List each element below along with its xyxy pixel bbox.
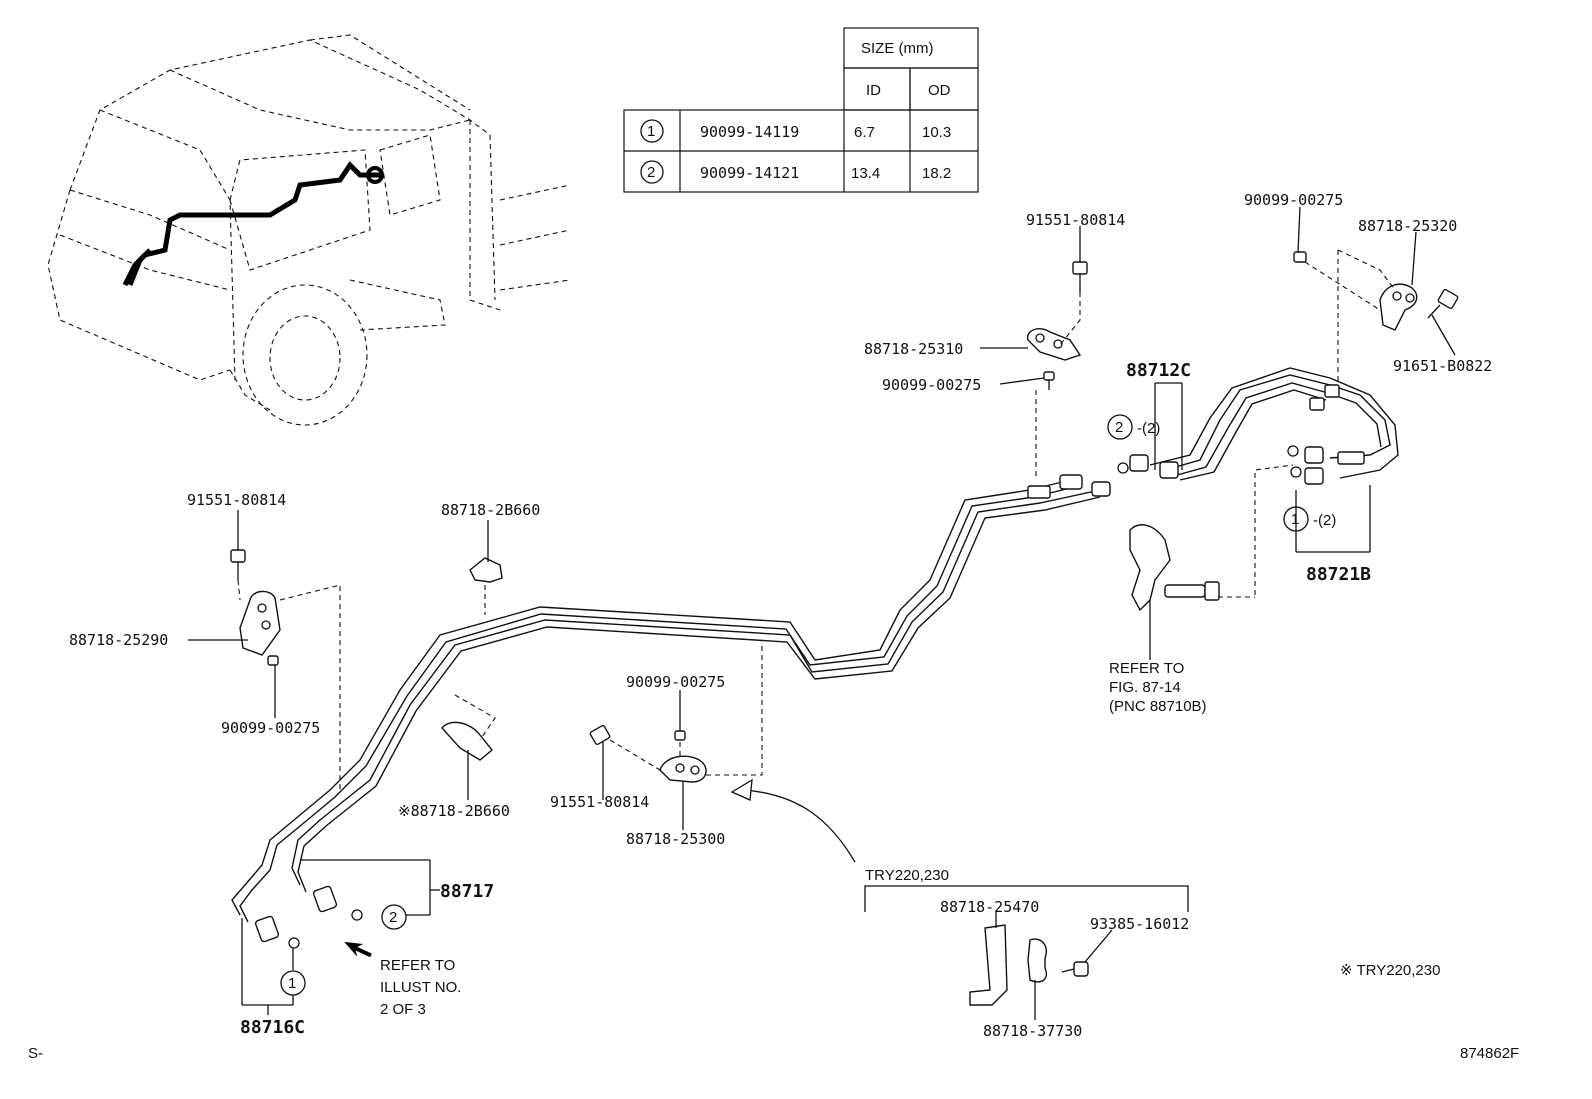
row1-mark: 1	[647, 123, 655, 140]
clamps-and-bolts	[230, 251, 1459, 1006]
star-note: ※ TRY220,230	[1340, 962, 1440, 979]
label-88717: 88717	[440, 881, 494, 902]
assembly-lines	[237, 249, 1396, 790]
label-88718-25320: 88718-25320	[1358, 217, 1457, 235]
corner-code-left: S-	[28, 1045, 43, 1062]
size-header: SIZE (mm)	[861, 40, 934, 57]
pipe-fittings	[254, 384, 1365, 949]
refer-illust-line1: REFER TO	[380, 957, 455, 974]
row1-od: 10.3	[922, 124, 951, 141]
label-91551-top: 91551-80814	[1026, 211, 1125, 229]
circle-1-88716c: 1	[288, 975, 296, 992]
refer-arrow-icon	[344, 941, 372, 958]
figure-number: 874862F	[1460, 1045, 1519, 1062]
refer-illust-line3: 2 OF 3	[380, 1001, 426, 1018]
row2-part: 90099-14121	[700, 164, 799, 182]
label-91551-center: 91551-80814	[550, 793, 649, 811]
truck-illustration	[47, 34, 571, 426]
label-90099-topright: 90099-00275	[1244, 191, 1343, 209]
brake-pipes	[231, 367, 1399, 923]
arrow-to-clamp	[730, 778, 856, 863]
label-88718-25290: 88718-25290	[69, 631, 168, 649]
row2-id: 13.4	[851, 165, 880, 182]
label-try-group: TRY220,230	[865, 867, 949, 884]
label-88721b-qty: -(2)	[1313, 512, 1336, 529]
row2-od: 18.2	[922, 165, 951, 182]
refer-fig-line2: FIG. 87-14	[1109, 679, 1181, 696]
circle-2-88717: 2	[389, 909, 397, 926]
refer-illust-line2: ILLUST NO.	[380, 979, 461, 996]
label-90099-center: 90099-00275	[626, 673, 725, 691]
circle-1-88721b: 1	[1291, 511, 1299, 528]
row1-id: 6.7	[854, 124, 875, 141]
label-93385-16012: 93385-16012	[1090, 915, 1189, 933]
label-88718-25310: 88718-25310	[864, 340, 963, 358]
label-88721b: 88721B	[1306, 564, 1371, 585]
label-91651-b0822: 91651-B0822	[1393, 357, 1492, 375]
label-88718-37730: 88718-37730	[983, 1022, 1082, 1040]
size-table: SIZE (mm) ID OD 1 90099-14119 6.7 10.3 2…	[623, 27, 979, 193]
label-88712c-qty: -(2)	[1137, 420, 1160, 437]
label-88718-2b660-star: ※88718-2B660	[398, 802, 510, 820]
id-header: ID	[866, 82, 881, 99]
label-91551-left: 91551-80814	[187, 491, 286, 509]
label-90099-left: 90099-00275	[221, 719, 320, 737]
callout-circles: 2 1 2 1	[280, 414, 1309, 996]
label-88716c: 88716C	[240, 1017, 305, 1038]
label-88712c: 88712C	[1126, 360, 1191, 381]
leader-lines	[188, 206, 1456, 1020]
circle-2-88712c: 2	[1115, 419, 1123, 436]
od-header: OD	[928, 82, 951, 99]
refer-fig-line1: REFER TO	[1109, 660, 1184, 677]
label-88718-2b660-top: 88718-2B660	[441, 501, 540, 519]
row1-part: 90099-14119	[700, 123, 799, 141]
part-labels: 91551-80814 88718-25310 90099-00275 9009…	[28, 191, 1519, 1062]
refer-fig-line3: (PNC 88710B)	[1109, 698, 1207, 715]
row2-mark: 2	[647, 164, 655, 181]
label-90099-mid: 90099-00275	[882, 376, 981, 394]
label-88718-25470: 88718-25470	[940, 898, 1039, 916]
label-88718-25300: 88718-25300	[626, 830, 725, 848]
